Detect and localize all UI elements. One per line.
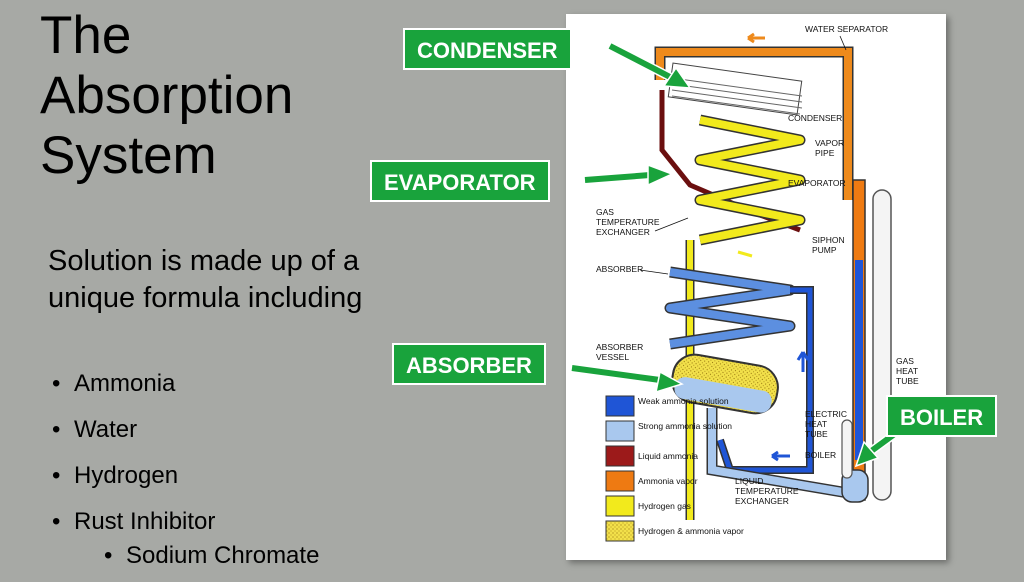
callout-condenser: CONDENSER bbox=[403, 28, 572, 70]
callout-boiler: BOILER bbox=[886, 395, 998, 437]
absorber-coil bbox=[664, 266, 796, 350]
bullet-ammonia: Ammonia bbox=[52, 368, 215, 414]
title-line-1: The bbox=[40, 6, 132, 65]
label-absorber-vessel-1: ABSORBER bbox=[596, 342, 643, 352]
bullet-hydrogen: Hydrogen bbox=[52, 460, 215, 506]
label-liquid-temp-2: TEMPERATURE bbox=[735, 486, 799, 496]
bullet-list: Ammonia Water Hydrogen Rust Inhibitor bbox=[52, 368, 215, 552]
legend-label-ammonia-vapor: Ammonia vapor bbox=[638, 476, 698, 486]
bullet-water: Water bbox=[52, 414, 215, 460]
absorber-vessel bbox=[671, 353, 779, 415]
label-vapor-pipe-1: VAPOR bbox=[815, 138, 844, 148]
label-electric-3: TUBE bbox=[805, 429, 828, 439]
label-absorber: ABSORBER bbox=[596, 264, 643, 274]
callout-absorber: ABSORBER bbox=[392, 343, 546, 385]
label-condenser: CONDENSER bbox=[788, 113, 842, 123]
condenser-coil bbox=[667, 62, 803, 116]
legend-swatch-ammonia-vapor bbox=[605, 470, 635, 492]
legend-swatch-weak bbox=[605, 395, 635, 417]
legend-swatch-liquid-ammonia bbox=[605, 445, 635, 467]
legend-label-hydrogen: Hydrogen gas bbox=[638, 501, 691, 511]
gas-heat-tube bbox=[872, 189, 892, 501]
label-siphon-1: SIPHON bbox=[812, 235, 845, 245]
label-vapor-pipe-2: PIPE bbox=[815, 148, 835, 158]
slide-title: The Absorption System bbox=[40, 6, 293, 186]
label-absorber-vessel-2: VESSEL bbox=[596, 352, 629, 362]
label-gas-heat-3: TUBE bbox=[896, 376, 919, 386]
label-gas-temp-1: GAS bbox=[596, 207, 614, 217]
legend-swatch-mix bbox=[605, 520, 635, 542]
label-liquid-temp-1: LIQUID bbox=[735, 476, 763, 486]
label-water-separator: WATER SEPARATOR bbox=[805, 24, 888, 34]
label-electric-1: ELECTRIC bbox=[805, 409, 847, 419]
title-line-3: System bbox=[40, 126, 217, 185]
sub-bullet-sodium-chromate: Sodium Chromate bbox=[104, 542, 319, 570]
label-gas-heat-2: HEAT bbox=[896, 366, 918, 376]
flow-arrow-up bbox=[796, 351, 810, 372]
flow-arrow-left bbox=[771, 450, 790, 462]
label-gas-temp-3: EXCHANGER bbox=[596, 227, 650, 237]
flow-arrow-yellow bbox=[737, 250, 753, 258]
legend-label-weak: Weak ammonia solution bbox=[638, 396, 729, 406]
bullet-rust-inhibitor: Rust Inhibitor bbox=[52, 506, 215, 552]
label-boiler: BOILER bbox=[805, 450, 836, 460]
label-electric-2: HEAT bbox=[805, 419, 827, 429]
legend-swatch-hydrogen bbox=[605, 495, 635, 517]
evaporator-coil bbox=[694, 114, 806, 246]
label-evaporator: EVAPORATOR bbox=[788, 178, 846, 188]
title-line-2: Absorption bbox=[40, 66, 294, 125]
legend: Weak ammonia solution Strong ammonia sol… bbox=[605, 395, 744, 542]
legend-label-liquid-ammonia: Liquid ammonia bbox=[638, 451, 698, 461]
label-gas-temp-2: TEMPERATURE bbox=[596, 217, 660, 227]
electric-heat-tube bbox=[841, 419, 853, 479]
legend-label-mix: Hydrogen & ammonia vapor bbox=[638, 526, 744, 536]
label-liquid-temp-3: EXCHANGER bbox=[735, 496, 789, 506]
callout-arrows bbox=[571, 42, 903, 468]
flow-arrow-top bbox=[747, 32, 765, 44]
legend-label-strong: Strong ammonia solution bbox=[638, 421, 732, 431]
legend-swatch-strong bbox=[605, 420, 635, 442]
label-gas-heat-1: GAS bbox=[896, 356, 914, 366]
intro-text: Solution is made up of a unique formula … bbox=[48, 245, 363, 314]
callout-evaporator: EVAPORATOR bbox=[370, 160, 550, 202]
label-siphon-2: PUMP bbox=[812, 245, 837, 255]
